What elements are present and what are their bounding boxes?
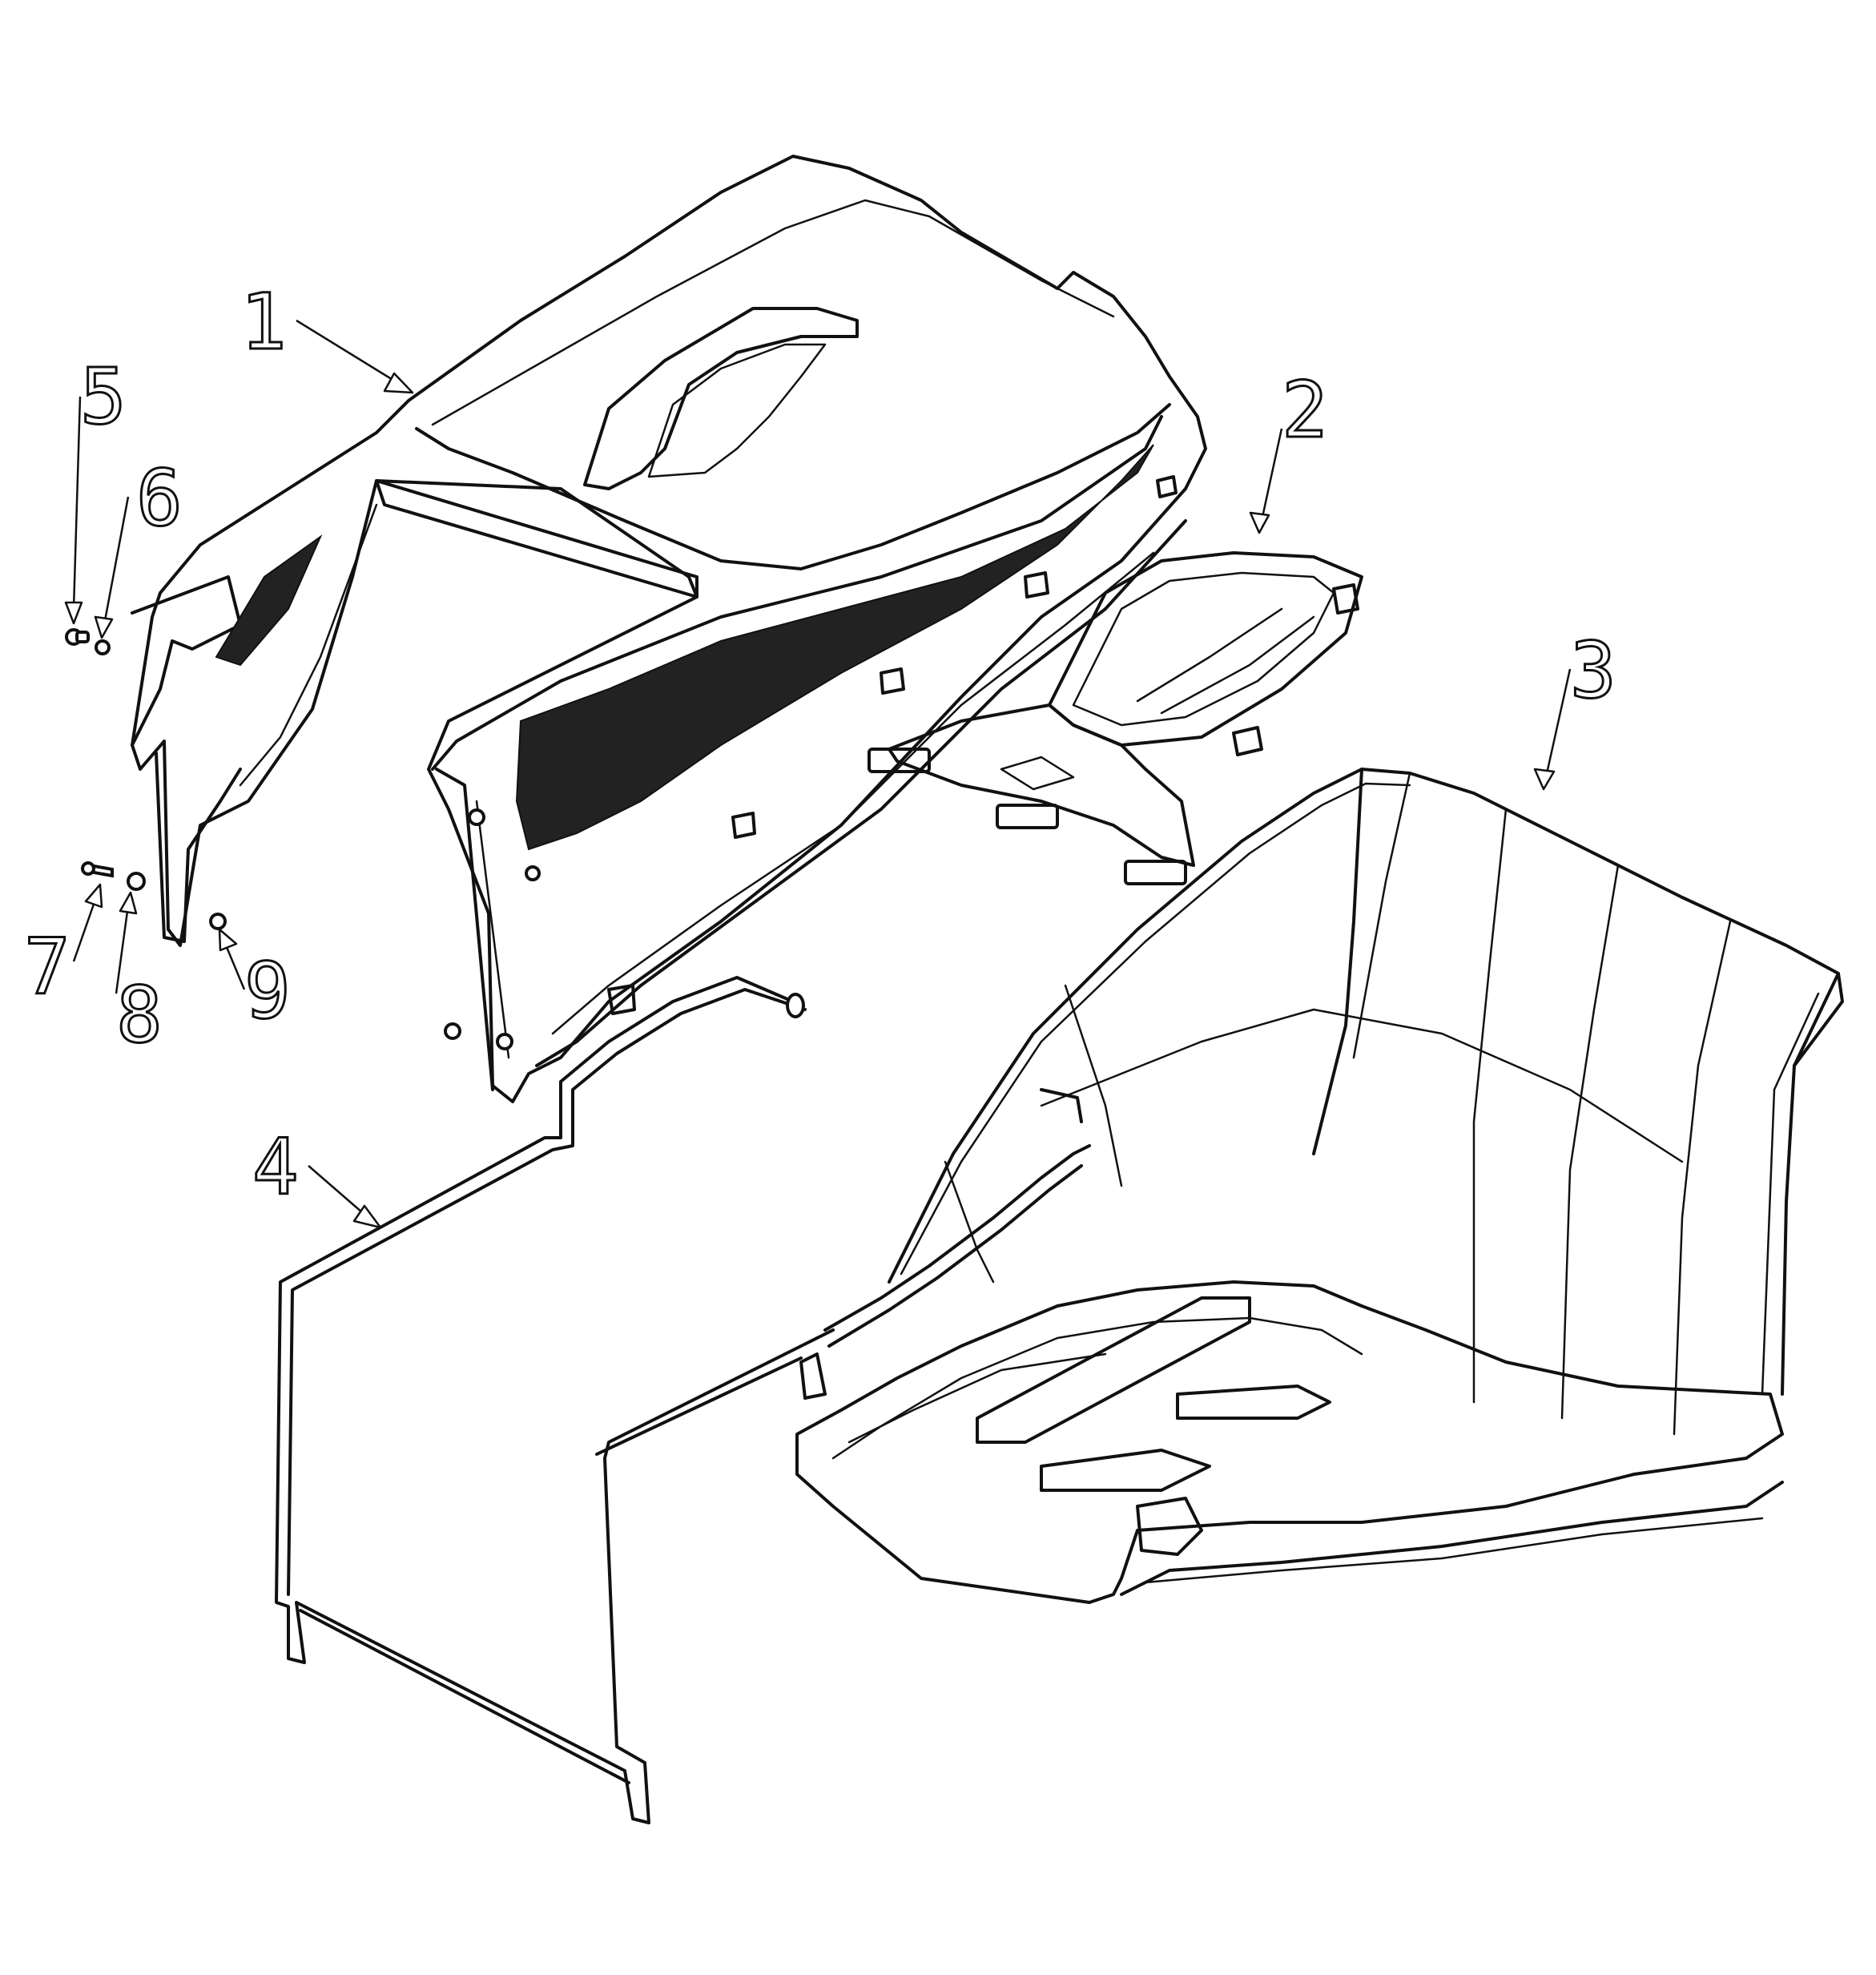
hardware-fasteners <box>65 628 461 1040</box>
callout-5: 5 <box>80 352 127 441</box>
callout-2: 2 <box>1282 365 1328 455</box>
part-1-cover <box>131 155 1207 1103</box>
callout-7: 7 <box>24 922 70 1012</box>
callout-8: 8 <box>116 970 163 1060</box>
part-8-washer <box>127 872 146 891</box>
part-2-flap <box>868 551 1363 885</box>
part-9-nut <box>209 913 227 930</box>
callout-labels: 1 2 3 4 5 6 7 8 9 <box>23 276 1618 1214</box>
callout-4: 4 <box>252 1123 299 1212</box>
part-3-grass-bag <box>795 768 1844 1604</box>
callout-6: 6 <box>136 453 183 543</box>
part-6-nut <box>95 639 111 655</box>
part-4-bag-frame <box>275 976 1091 1824</box>
leader-lines <box>64 319 1572 1229</box>
callout-3: 3 <box>1570 626 1616 715</box>
callout-9: 9 <box>244 946 291 1036</box>
callout-1: 1 <box>240 277 287 367</box>
